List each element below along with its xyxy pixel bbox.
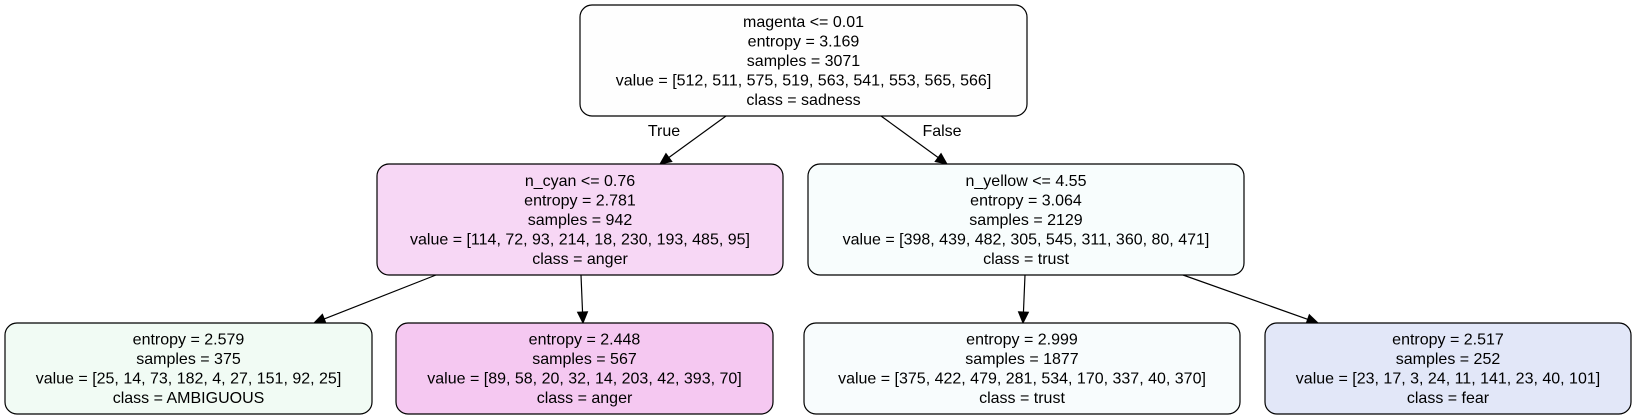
- arrowhead-icon: [312, 313, 327, 325]
- node-text-line: entropy = 2.579: [133, 332, 245, 349]
- node-text-line: entropy = 3.169: [748, 33, 860, 50]
- edge-line: [324, 274, 437, 320]
- node-text-line: magenta <= 0.01: [743, 14, 864, 31]
- edge-label-true: True: [648, 123, 680, 140]
- node-text-line: value = [398, 439, 482, 305, 545, 311, 3…: [843, 231, 1210, 248]
- edge-n1-n4: [576, 274, 589, 325]
- node-box: [803, 322, 1241, 415]
- tree-node-n2: n_yellow <= 4.55 entropy = 3.064 samples =…: [807, 163, 1245, 276]
- edge-n2-n5: [1017, 274, 1030, 325]
- node-box: [395, 322, 774, 415]
- edge-line: [1182, 274, 1308, 320]
- tree-node-n6: entropy = 2.517 samples = 252 value = [23,…: [1264, 322, 1632, 415]
- nodes-layer: magenta <= 0.01 entropy = 3.169 samples = …: [4, 4, 1632, 415]
- edge-line: [880, 115, 939, 159]
- tree-node-n1: n_cyan <= 0.76 entropy = 2.781 samples = 9…: [376, 163, 784, 276]
- edge-line: [1022, 274, 1026, 313]
- edge-root-n2: False: [880, 115, 962, 165]
- node-text-line: entropy = 2.781: [524, 192, 636, 209]
- node-text-line: value = [89, 58, 20, 32, 14, 203, 42, 39…: [427, 371, 741, 388]
- node-box: [376, 163, 784, 276]
- node-text-line: entropy = 2.448: [529, 332, 641, 349]
- node-text-line: class = trust: [979, 390, 1065, 407]
- edge-n2-n6: [1182, 274, 1320, 325]
- node-text-line: samples = 375: [136, 351, 241, 368]
- node-text-line: value = [25, 14, 73, 182, 4, 27, 151, 92…: [36, 371, 342, 388]
- node-text-line: samples = 252: [1396, 351, 1501, 368]
- node-text-line: entropy = 2.999: [966, 332, 1078, 349]
- node-text-line: n_yellow <= 4.55: [966, 173, 1087, 190]
- node-box: [807, 163, 1245, 276]
- node-text-line: class = anger: [532, 251, 628, 268]
- node-text-line: class = trust: [983, 251, 1069, 268]
- node-text-line: class = fear: [1407, 390, 1490, 407]
- arrowhead-icon: [659, 152, 673, 165]
- node-text-line: samples = 3071: [747, 53, 861, 70]
- node-text-line: n_cyan <= 0.76: [525, 173, 635, 190]
- arrowhead-icon: [1017, 311, 1030, 325]
- node-text-line: class = sadness: [746, 92, 860, 109]
- edge-root-n1: True: [648, 115, 727, 165]
- edge-line: [668, 115, 727, 159]
- node-box: [579, 4, 1028, 117]
- node-box: [1264, 322, 1632, 415]
- arrowhead-icon: [934, 152, 948, 165]
- node-text-line: samples = 1877: [965, 351, 1079, 368]
- node-text-line: value = [512, 511, 575, 519, 563, 541, 5…: [616, 72, 992, 89]
- edge-n1-n3: [312, 274, 437, 325]
- node-text-line: value = [375, 422, 479, 281, 534, 170, 3…: [838, 371, 1206, 388]
- arrowhead-icon: [576, 311, 589, 325]
- node-text-line: entropy = 3.064: [970, 192, 1082, 209]
- node-text-line: samples = 567: [532, 351, 637, 368]
- node-text-line: samples = 942: [528, 212, 633, 229]
- node-text-line: value = [114, 72, 93, 214, 18, 230, 193,…: [410, 231, 750, 248]
- node-text-line: entropy = 2.517: [1392, 332, 1504, 349]
- tree-node-n4: entropy = 2.448 samples = 567 value = [89,…: [395, 322, 774, 415]
- edge-line: [580, 274, 584, 313]
- node-box: [4, 322, 373, 415]
- node-text-line: value = [23, 17, 3, 24, 11, 141, 23, 40,…: [1296, 371, 1600, 388]
- tree-node-root: magenta <= 0.01 entropy = 3.169 samples = …: [579, 4, 1028, 117]
- node-text-line: class = anger: [537, 390, 633, 407]
- tree-node-n3: entropy = 2.579 samples = 375 value = [25,…: [4, 322, 373, 415]
- node-text-line: samples = 2129: [969, 212, 1083, 229]
- node-text-line: class = AMBIGUOUS: [113, 390, 265, 407]
- tree-node-n5: entropy = 2.999 samples = 1877 value = [37…: [803, 322, 1241, 415]
- edge-label-false: False: [922, 123, 961, 140]
